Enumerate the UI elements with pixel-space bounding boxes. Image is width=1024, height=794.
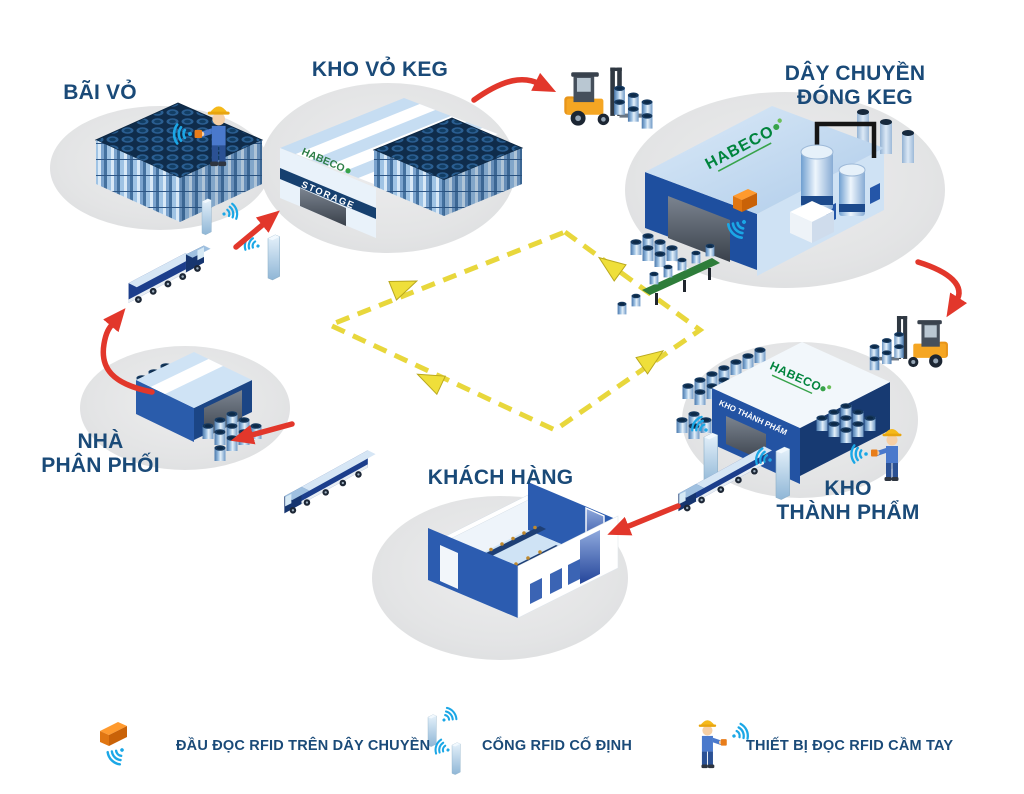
cycle-dashed-path: [323, 229, 705, 433]
arrow-warehouse-to-customer: [607, 503, 681, 536]
conveyor-belt: [642, 258, 720, 295]
keg-cycle-loop: [323, 229, 705, 433]
cycle-arrow-top-left: [388, 280, 419, 301]
red-flow-arrows: [100, 72, 968, 536]
customer-left-door: [440, 545, 458, 589]
customer-building: [427, 482, 619, 619]
rfid-gate-pillar: [201, 198, 212, 236]
legend-label-conveyor-reader: ĐẦU ĐỌC RFID TRÊN DÂY CHUYỀN: [176, 738, 431, 754]
customer-window: [568, 559, 580, 585]
cycle-arrow-top-right: [597, 256, 627, 282]
arrow-distributor-to-return-truck: [100, 308, 155, 395]
distributor-front-wall: [136, 380, 194, 442]
node-label-kho-thanh-pham: KHO THÀNH PHẨM: [758, 477, 938, 524]
label-line: KHO: [824, 477, 872, 500]
factory-pipe: [814, 121, 877, 158]
legend-label-fixed-gate: CỔNG RFID CỐ ĐỊNH: [482, 738, 633, 754]
distributor-opening: [204, 390, 242, 438]
customer-window: [550, 568, 562, 594]
legend-icons: [100, 705, 752, 775]
truck-empty-kegs: [128, 245, 211, 304]
warehouse-doorway: [300, 188, 346, 226]
fgwh-roof: [712, 342, 890, 428]
label-line: PHÂN PHỐI: [41, 453, 160, 477]
arrow-truck-to-distributor: [230, 421, 295, 445]
label-line: DÂY CHUYỀN: [784, 62, 926, 85]
truck-to-distributor: [284, 450, 376, 514]
forklift-finished-kegs: [870, 316, 948, 370]
conveyor-rfid-reader-icon: [100, 722, 131, 768]
arrow-truck-to-keg-warehouse: [233, 210, 280, 250]
distributor: [136, 352, 262, 461]
label-line: THÀNH PHẨM: [776, 500, 920, 524]
factory-roof: [645, 106, 884, 214]
conveyor-rfid-reader-icon: [733, 189, 757, 200]
legend-label-handheld-reader: THIẾT BỊ ĐỌC RFID CẦM TAY: [746, 738, 954, 754]
fixed-rfid-gate-icon: [427, 705, 461, 775]
rfid-gate-pillar: [267, 234, 281, 281]
cycle-arrow-bottom-left: [416, 373, 447, 396]
arrow-warehouse-to-line: [471, 72, 557, 103]
customer-front-door: [580, 530, 600, 584]
label-line: ĐÓNG KEG: [797, 85, 913, 109]
factory-opening: [668, 196, 730, 262]
node-label-day-chuyen-dong-keg: DÂY CHUYỀN ĐÓNG KEG: [765, 62, 945, 109]
node-label-nha-phan-phoi: NHÀ PHÂN PHỐI: [28, 430, 173, 477]
node-label-kho-vo-keg: KHO VỎ KEG: [311, 58, 449, 81]
keg-filling-factory: HABECO: [617, 106, 914, 315]
customer-window: [530, 578, 542, 604]
arrow-line-to-finished-goods: [915, 259, 968, 318]
empty-keg-yard: [94, 102, 264, 222]
fgwh-doorway: [726, 416, 766, 462]
cycle-arrow-bottom-right: [635, 350, 665, 375]
forklift-empty-kegs: [564, 68, 652, 129]
label-line: NHÀ: [77, 430, 124, 453]
handheld-rfid-reader-icon: [698, 720, 752, 769]
node-label-bai-vo: BÃI VỎ: [63, 81, 137, 104]
empty-keg-warehouse: HABECO STORAGE: [280, 98, 524, 238]
node-label-khach-hang: KHÁCH HÀNG: [427, 466, 574, 489]
